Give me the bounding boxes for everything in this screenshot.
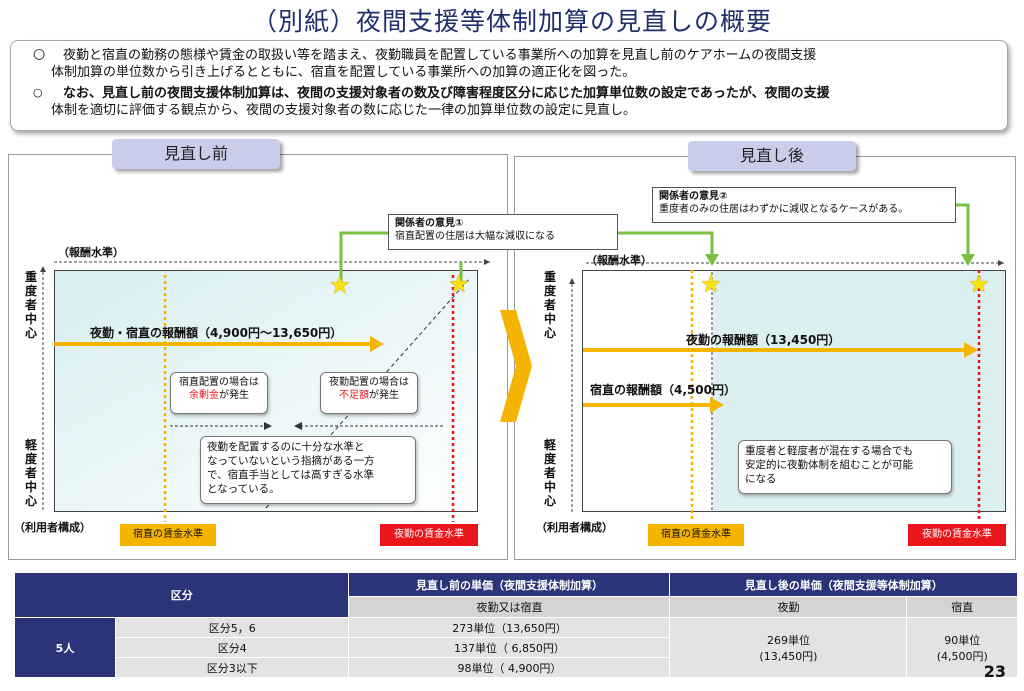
before-header: 見直し前 — [112, 139, 280, 169]
after-night-duty-arrow-label: 宿直の報酬額（4,500円） — [590, 383, 736, 397]
night-duty-wage-box: 宿直の賃金水準 — [120, 524, 216, 546]
table-header-after: 見直し後の単価（夜間支援等体制加算） — [669, 572, 1018, 597]
comparison-table: 区分 見直し前の単価（夜間支援体制加算） 見直し後の単価（夜間支援等体制加算） … — [13, 572, 1018, 678]
table-row-category: 区分4 — [114, 637, 350, 658]
table-subheader-after-duty: 宿直 — [906, 596, 1018, 618]
summary-line-3: なお、見直し前の夜間支援体制加算は、夜間の支援対象者の数及び障害程度区分に応じた… — [63, 86, 830, 101]
summary-box: ○ 夜勤と宿直の勤務の態様や賃金の取扱い等を踏まえ、夜勤職員を配置している事業所… — [10, 40, 1008, 131]
surplus-word: 余剰金 — [189, 390, 219, 401]
light-label: 軽度者中心 — [24, 438, 37, 508]
page-number: 23 — [983, 662, 1006, 681]
surplus-note: 宿直配置の場合は 余剰金が発生 — [170, 372, 268, 414]
table-row-category: 区分3以下 — [114, 657, 350, 678]
table-row-before-value: 137単位（ 6,850円） — [348, 637, 671, 658]
table-header-before: 見直し前の単価（夜間支援体制加算） — [348, 572, 671, 597]
bullet-mark: ○ — [33, 46, 46, 62]
star-icon: ★ — [968, 270, 990, 298]
after-explanation-note: 重度者と軽度者が混在する場合でも 安定的に夜勤体制を組むことが可能 になる — [738, 440, 952, 494]
table-row-before-value: 98単位（ 4,900円） — [348, 657, 671, 678]
opinion-2-box: 関係者の意見② 重度者のみの住居はわずかに減収となるケースがある。 — [652, 187, 956, 223]
composition-label: （利用者構成） — [536, 521, 613, 534]
deficit-note: 夜勤配置の場合は 不足額が発生 — [320, 372, 418, 414]
table-after-duty-cell: 90単位 (4,500円) — [906, 617, 1018, 678]
after-night-shift-arrow-label: 夜勤の報酬額（13,450円） — [686, 333, 841, 347]
summary-line-1: 夜勤と宿直の勤務の態様や賃金の取扱い等を踏まえ、夜勤職員を配置している事業所への… — [63, 48, 817, 63]
table-group-cell: 5人 — [14, 617, 116, 678]
light-label: 軽度者中心 — [543, 438, 556, 508]
table-row-category: 区分5，6 — [114, 617, 350, 638]
table-subheader-before: 夜勤又は宿直 — [348, 596, 671, 618]
after-header: 見直し後 — [688, 141, 856, 171]
night-shift-wage-box: 夜勤の賃金水準 — [380, 524, 478, 546]
night-duty-wage-box: 宿直の賃金水準 — [648, 524, 744, 546]
heavy-label: 重度者中心 — [543, 270, 556, 340]
pay-level-label: （報酬水準） — [58, 246, 124, 259]
deficit-word: 不足額 — [339, 390, 369, 401]
before-pay-arrow-label: 夜勤・宿直の報酬額（4,900円～13,650円） — [90, 326, 343, 340]
heavy-label: 重度者中心 — [24, 270, 37, 340]
star-icon: ★ — [329, 271, 351, 299]
before-explanation-note: 夜勤を配置するのに十分な水準と なっていないという指摘がある一方 で、宿直手当と… — [200, 436, 416, 504]
bullet-mark: ○ — [33, 86, 43, 99]
table-subheader-after-night: 夜勤 — [669, 596, 908, 618]
table-row-before-value: 273単位（13,650円） — [348, 617, 671, 638]
night-shift-wage-box: 夜勤の賃金水準 — [908, 524, 1006, 546]
composition-label: （利用者構成） — [14, 521, 91, 534]
star-icon: ★ — [700, 270, 722, 298]
opinion-1-box: 関係者の意見① 宿直配置の住居は大幅な減収になる — [388, 214, 618, 250]
page-title: （別紙）夜間支援等体制加算の見直しの概要 — [251, 7, 772, 36]
table-header-category: 区分 — [13, 572, 350, 618]
table-after-night-cell: 269単位 (13,450円) — [669, 617, 908, 678]
star-icon: ★ — [448, 270, 470, 298]
summary-line-4: 体制を適切に評価する観点から、夜間の支援対象者の数に応じた一律の加算単位数の設定… — [51, 103, 637, 118]
pay-level-label: （報酬水準） — [586, 254, 652, 267]
summary-line-2: 体制加算の単位数から引き上げるとともに、宿直を配置している事業所への加算の適正化… — [51, 65, 636, 80]
